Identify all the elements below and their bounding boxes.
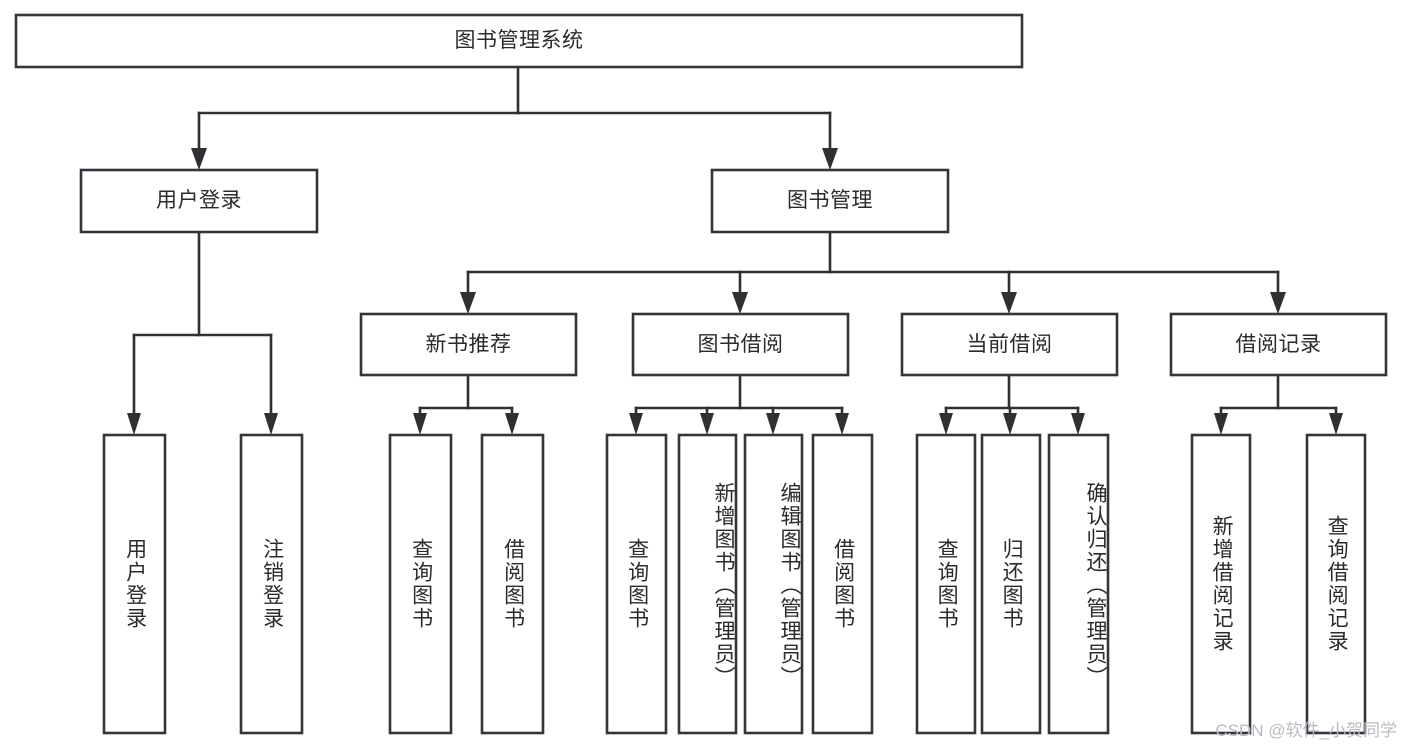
node-box-leaf-bb-query[interactable] <box>605 433 668 735</box>
arrowhead-nb-query <box>413 413 427 435</box>
arrowhead-br-query <box>1329 413 1343 435</box>
arrowhead-br-add <box>1214 413 1228 435</box>
node-box-leaf-bb-add[interactable] <box>677 433 738 735</box>
arrowhead-leaf-user-login <box>127 413 141 435</box>
arrowhead-bb-borrow <box>835 413 849 435</box>
node-box-leaf-nb-query[interactable] <box>388 433 453 735</box>
node-box-leaf-cb-return[interactable] <box>980 433 1042 735</box>
node-box-borrow-record[interactable] <box>1169 312 1388 377</box>
arrowhead-bb-add <box>700 413 714 435</box>
node-box-book-management[interactable] <box>710 168 950 234</box>
arrowhead-bb-edit <box>766 413 780 435</box>
arrowhead-book-mgmt <box>822 148 838 170</box>
arrowhead-cb-return <box>1003 413 1017 435</box>
arrowhead-cb-query <box>939 413 953 435</box>
node-box-new-book-recommend[interactable] <box>359 312 578 377</box>
arrowhead-current-borrow <box>1001 292 1017 314</box>
node-box-current-borrow[interactable] <box>900 312 1119 377</box>
node-box-leaf-cb-confirm[interactable] <box>1047 433 1110 735</box>
node-box-book-borrow[interactable] <box>631 312 850 377</box>
connector-current-borrow-to-leaves <box>939 373 1085 435</box>
arrowhead-nb-borrow <box>505 413 519 435</box>
arrowhead-book-borrow <box>732 292 748 314</box>
node-box-leaf-logout[interactable] <box>239 433 304 735</box>
arrowhead-borrow-record <box>1270 292 1286 314</box>
connector-book-mgmt-to-level3 <box>460 230 1286 314</box>
node-box-leaf-br-add[interactable] <box>1190 433 1252 735</box>
connector-book-borrow-to-leaves <box>629 373 849 435</box>
node-box-leaf-bb-edit[interactable] <box>743 433 804 735</box>
node-box-user-login[interactable] <box>79 168 319 234</box>
arrowhead-leaf-logout <box>264 413 278 435</box>
connector-user-login-to-leaves <box>127 230 278 435</box>
connector-root-to-level2 <box>191 65 838 170</box>
node-box-leaf-bb-borrow[interactable] <box>811 433 874 735</box>
node-box-leaf-br-query[interactable] <box>1305 433 1367 735</box>
node-box-leaf-user-login[interactable] <box>102 433 167 735</box>
node-box-leaf-nb-borrow[interactable] <box>480 433 545 735</box>
connector-borrow-record-to-leaves <box>1214 373 1343 435</box>
arrowhead-new-book <box>460 292 476 314</box>
connector-new-book-to-leaves <box>413 373 519 435</box>
arrowhead-cb-confirm <box>1071 413 1085 435</box>
arrowhead-user-login <box>191 148 207 170</box>
node-box-root[interactable] <box>14 13 1024 69</box>
node-box-leaf-cb-query[interactable] <box>915 433 977 735</box>
arrowhead-bb-query <box>629 413 643 435</box>
